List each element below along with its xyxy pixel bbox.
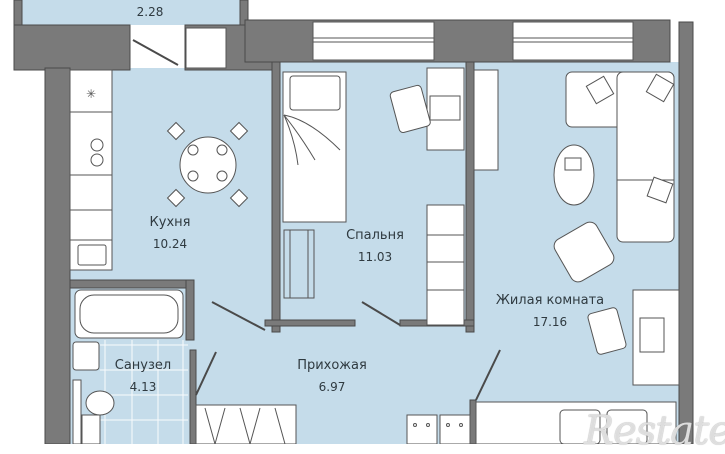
room-area-bathroom: 4.13 bbox=[129, 380, 157, 394]
room-name-hallway: Прихожая bbox=[297, 358, 367, 373]
room-name-bathroom: Санузел bbox=[114, 358, 172, 373]
watermark: Restate bbox=[584, 408, 725, 454]
room-label-balcony: 2.28 bbox=[120, 0, 180, 20]
bedroom-furniture bbox=[282, 67, 499, 326]
door-swings bbox=[132, 39, 501, 401]
balcony-fill bbox=[22, 0, 240, 25]
room-area-bedroom: 11.03 bbox=[357, 250, 393, 264]
room-name-kitchen: Кухня bbox=[149, 215, 191, 230]
room-label-bathroom: Санузел 4.13 bbox=[103, 358, 183, 395]
svg-text:✳: ✳ bbox=[86, 87, 96, 101]
room-area-balcony: 2.28 bbox=[136, 5, 164, 19]
living-furniture bbox=[475, 71, 680, 445]
room-area-living-room: 17.16 bbox=[532, 315, 568, 329]
kitchen-furniture: ✳ bbox=[69, 69, 249, 271]
room-name-living-room: Жилая комната bbox=[495, 293, 605, 308]
room-name-bedroom: Спальня bbox=[346, 228, 404, 243]
room-label-hallway: Прихожая 6.97 bbox=[287, 358, 377, 395]
room-label-bedroom: Спальня 11.03 bbox=[325, 228, 425, 265]
room-area-hallway: 6.97 bbox=[318, 380, 346, 394]
room-label-living-room: Жилая комната 17.16 bbox=[480, 293, 620, 330]
room-label-kitchen: Кухня 10.24 bbox=[125, 215, 215, 252]
bathroom-furniture bbox=[72, 289, 184, 445]
room-area-kitchen: 10.24 bbox=[152, 237, 188, 251]
windows bbox=[185, 21, 634, 69]
hallway-furniture bbox=[195, 404, 471, 445]
floor-plan-drawing: ✳ bbox=[13, 0, 694, 445]
bathroom-tiles bbox=[100, 340, 188, 444]
floor-plan: ✳ bbox=[13, 0, 725, 454]
